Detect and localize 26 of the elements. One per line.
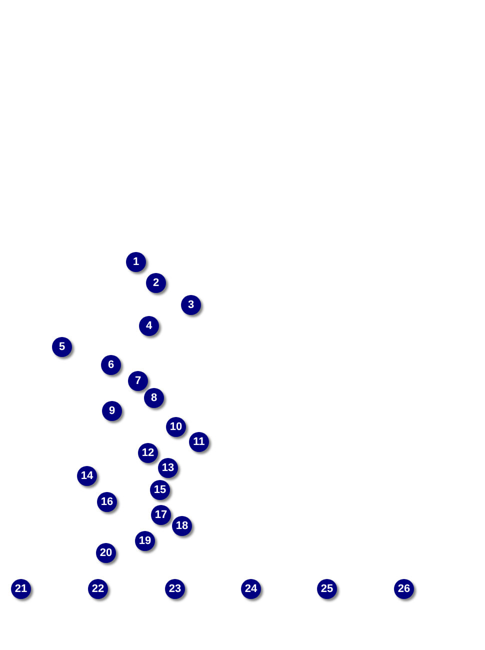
callout-number: 11 (189, 432, 209, 452)
callout-number: 3 (181, 295, 201, 315)
callout-number: 18 (172, 516, 192, 536)
callout-number: 25 (317, 579, 337, 599)
callout-number: 9 (102, 401, 122, 421)
callout-number: 24 (241, 579, 261, 599)
callout-number: 15 (150, 480, 170, 500)
callout-number: 5 (52, 337, 72, 357)
callout-number: 21 (11, 579, 31, 599)
callout-number: 12 (138, 443, 158, 463)
callout-number: 22 (88, 579, 108, 599)
callout-number: 6 (101, 355, 121, 375)
callout-number: 1 (126, 252, 146, 272)
callout-number: 17 (151, 505, 171, 525)
callout-number: 13 (158, 458, 178, 478)
callout-number: 16 (97, 492, 117, 512)
callout-number: 7 (128, 371, 148, 391)
callout-number: 2 (146, 273, 166, 293)
callout-number: 14 (77, 466, 97, 486)
callout-number: 10 (166, 417, 186, 437)
callout-number: 4 (139, 316, 159, 336)
callout-number: 20 (96, 543, 116, 563)
callout-number: 23 (165, 579, 185, 599)
callout-number: 8 (144, 388, 164, 408)
callout-number: 19 (135, 531, 155, 551)
callout-number: 26 (394, 579, 414, 599)
